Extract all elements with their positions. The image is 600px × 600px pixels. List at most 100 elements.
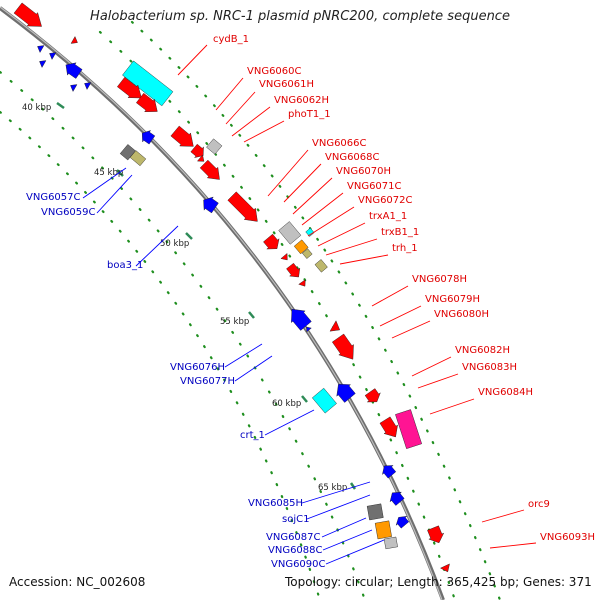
gene-label-VNG6072C[interactable]: VNG6072C bbox=[358, 195, 413, 206]
gene-reverse[interactable] bbox=[285, 303, 313, 331]
gene-forward[interactable] bbox=[116, 76, 146, 105]
gene-reverse[interactable] bbox=[47, 50, 57, 60]
leader-line bbox=[339, 254, 389, 265]
gene-reverse[interactable] bbox=[35, 43, 45, 53]
gene-reverse[interactable] bbox=[82, 80, 92, 90]
gene-forward[interactable] bbox=[280, 253, 290, 262]
leader-line bbox=[321, 517, 367, 538]
gene-label-VNG6070H[interactable]: VNG6070H bbox=[336, 166, 391, 177]
leader-line bbox=[283, 163, 322, 203]
gene-label-VNG6060C[interactable]: VNG6060C bbox=[247, 66, 302, 77]
gene-label-trxB1_1[interactable]: trxB1_1 bbox=[381, 227, 419, 238]
gene-olive[interactable] bbox=[129, 150, 147, 167]
gene-trna-cydB_1[interactable] bbox=[122, 60, 174, 107]
gene-reverse[interactable] bbox=[62, 59, 84, 80]
gene-label-VNG6084H[interactable]: VNG6084H bbox=[478, 387, 533, 398]
gene-rrna-VNG6084H[interactable] bbox=[395, 409, 422, 449]
gene-label-VNG6080H[interactable]: VNG6080H bbox=[434, 309, 489, 320]
gene-other[interactable] bbox=[383, 536, 398, 550]
gene-label-VNG6078H[interactable]: VNG6078H bbox=[412, 274, 467, 285]
gene-reverse[interactable] bbox=[37, 58, 47, 68]
gene-label-VNG6079H[interactable]: VNG6079H bbox=[425, 294, 480, 305]
tick-label: 45 kbp bbox=[94, 168, 123, 178]
leader-line bbox=[301, 481, 371, 504]
leader-line bbox=[322, 529, 373, 551]
gene-label-VNG6071C[interactable]: VNG6071C bbox=[347, 181, 402, 192]
feature-tracks bbox=[0, 20, 502, 600]
gene-reverse[interactable] bbox=[199, 193, 220, 214]
gene-label-VNG6090C[interactable]: VNG6090C bbox=[271, 559, 326, 570]
gene-label-VNG6082H[interactable]: VNG6082H bbox=[455, 345, 510, 356]
gene-label-VNG6068C[interactable]: VNG6068C bbox=[325, 152, 380, 163]
gene-label-phoT1_1[interactable]: phoT1_1 bbox=[288, 109, 331, 120]
leader-line bbox=[301, 192, 344, 226]
gene-forward[interactable] bbox=[285, 262, 304, 281]
gene-forward[interactable] bbox=[197, 154, 206, 164]
gene-dark[interactable] bbox=[366, 503, 384, 521]
gene-forward[interactable] bbox=[363, 387, 383, 406]
tick-label: 60 kbp bbox=[272, 399, 301, 409]
gene-reverse[interactable] bbox=[138, 127, 156, 145]
leader-line bbox=[371, 285, 409, 307]
gene-dark[interactable] bbox=[119, 144, 136, 161]
gene-label-VNG6076H[interactable]: VNG6076H bbox=[170, 362, 225, 373]
gene-forward[interactable] bbox=[262, 233, 283, 254]
gene-label-VNG6093H[interactable]: VNG6093H bbox=[540, 532, 595, 543]
leader-line bbox=[325, 539, 385, 565]
gene-label-crt_1[interactable]: crt_1 bbox=[240, 430, 265, 441]
gene-forward[interactable] bbox=[199, 159, 225, 185]
gene-label-orc9[interactable]: orc9 bbox=[528, 499, 550, 510]
gene-forward[interactable] bbox=[378, 416, 402, 441]
leader-line bbox=[292, 177, 333, 215]
gene-forward[interactable] bbox=[329, 320, 343, 335]
gene-reverse[interactable] bbox=[68, 82, 78, 92]
gene-reverse[interactable] bbox=[393, 513, 410, 530]
gene-trna[interactable] bbox=[305, 227, 315, 237]
gene-label-VNG6087C[interactable]: VNG6087C bbox=[266, 532, 321, 543]
tick-label: 50 kbp bbox=[160, 239, 189, 249]
gene-olive[interactable] bbox=[314, 259, 328, 273]
gene-label-VNG6062H[interactable]: VNG6062H bbox=[274, 95, 329, 106]
gene-forward[interactable] bbox=[440, 563, 452, 574]
gene-label-VNG6085H[interactable]: VNG6085H bbox=[248, 498, 303, 509]
gene-orange[interactable] bbox=[293, 239, 309, 255]
gene-label-VNG6077H[interactable]: VNG6077H bbox=[180, 376, 235, 387]
gene-trna-crt_1[interactable] bbox=[311, 387, 337, 414]
leader-line bbox=[224, 343, 263, 368]
gene-other[interactable] bbox=[278, 221, 302, 245]
gene-reverse[interactable] bbox=[304, 325, 312, 333]
gene-forward[interactable] bbox=[135, 92, 162, 118]
gene-reverse[interactable] bbox=[379, 461, 397, 479]
gene-label-boa3_1[interactable]: boa3_1 bbox=[107, 260, 143, 271]
leader-line bbox=[267, 149, 309, 197]
gene-label-VNG6083H[interactable]: VNG6083H bbox=[462, 362, 517, 373]
gene-features bbox=[13, 1, 452, 574]
leader-line bbox=[306, 494, 371, 520]
gene-label-cydB_1[interactable]: cydB_1 bbox=[213, 34, 249, 45]
gene-orange[interactable] bbox=[374, 520, 392, 540]
gene-forward[interactable] bbox=[190, 143, 208, 161]
leader-line bbox=[215, 77, 244, 111]
gene-forward[interactable] bbox=[298, 279, 309, 289]
gene-label-VNG6061H[interactable]: VNG6061H bbox=[259, 79, 314, 90]
gene-forward[interactable] bbox=[70, 36, 80, 47]
gene-other-phoT1[interactable] bbox=[206, 138, 223, 155]
gene-label-trxA1_1[interactable]: trxA1_1 bbox=[369, 211, 407, 222]
gene-forward[interactable] bbox=[226, 190, 263, 227]
gene-label-VNG6059C[interactable]: VNG6059C bbox=[41, 207, 96, 218]
gene-label-trh_1[interactable]: trh_1 bbox=[392, 243, 418, 254]
gene-reverse[interactable] bbox=[332, 378, 357, 403]
gene-label-VNG6066C[interactable]: VNG6066C bbox=[312, 138, 367, 149]
leader-line bbox=[231, 106, 271, 137]
gene-forward[interactable] bbox=[170, 124, 199, 152]
gene-olive[interactable] bbox=[302, 248, 313, 259]
gene-forward[interactable] bbox=[426, 525, 447, 546]
gene-forward[interactable] bbox=[13, 1, 47, 33]
gene-label-VNG6088C[interactable]: VNG6088C bbox=[268, 545, 323, 556]
gene-reverse[interactable] bbox=[387, 488, 406, 507]
map-title: Halobacterium sp. NRC-1 plasmid pNRC200,… bbox=[90, 9, 510, 24]
gene-label-VNG6057C[interactable]: VNG6057C bbox=[26, 192, 81, 203]
gene-forward[interactable] bbox=[331, 333, 361, 365]
gene-label-sojC1[interactable]: sojC1 bbox=[282, 514, 309, 525]
